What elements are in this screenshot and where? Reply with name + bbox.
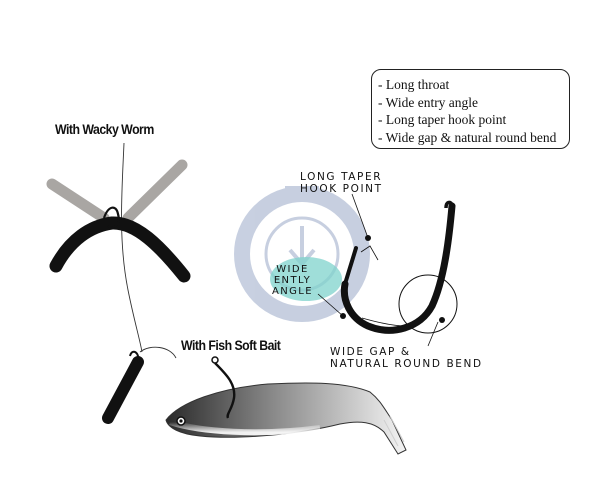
watermark-logo bbox=[234, 186, 370, 322]
feature-item: - Wide gap & natural round bend bbox=[378, 129, 557, 145]
taper-leader bbox=[351, 193, 369, 239]
entry-angle-label: Wide ently angle bbox=[272, 264, 313, 297]
round-bend-circle bbox=[398, 274, 458, 334]
gap-arrow bbox=[361, 317, 407, 327]
taper-arrow bbox=[360, 245, 379, 261]
worm-body bbox=[49, 216, 191, 283]
fish-pupil bbox=[179, 419, 183, 423]
gap-leader bbox=[427, 321, 439, 347]
entry-angle-line3: angle bbox=[272, 286, 313, 297]
long-taper-label: Long taper hook point bbox=[300, 171, 383, 195]
feature-item: - Long throat bbox=[378, 77, 450, 92]
entry-angle-highlight bbox=[270, 257, 342, 301]
watermark-ring bbox=[234, 186, 370, 322]
worm-tail-left bbox=[46, 178, 110, 224]
wide-gap-line2: natural round bend bbox=[330, 358, 483, 370]
wide-gap-label: Wide gap & natural round bend bbox=[330, 346, 483, 370]
wide-gap-line1: Wide gap & bbox=[330, 346, 411, 358]
fish-soft-bait bbox=[165, 356, 407, 455]
wacky-hook bbox=[102, 206, 120, 229]
fish-tail-fin bbox=[383, 415, 405, 447]
fish-body bbox=[165, 382, 407, 455]
feature-item: - Wide entry angle bbox=[378, 94, 479, 110]
wacky-worm-rig bbox=[46, 142, 191, 424]
entry-leader bbox=[317, 293, 344, 317]
fish-soft-bait-label: With Fish Soft Bait bbox=[181, 337, 281, 353]
hook-shank-bend bbox=[340, 202, 456, 334]
wacky-worm-label: With Wacky Worm bbox=[55, 121, 154, 137]
features-list: - Long throat - Wide entry angle - Long … bbox=[378, 76, 569, 146]
worm-tail-right bbox=[122, 159, 188, 224]
main-hook bbox=[317, 193, 458, 347]
fish-hook bbox=[214, 362, 236, 419]
feature-item: - Long taper hook point bbox=[378, 112, 507, 127]
sinker-eye bbox=[129, 350, 140, 363]
hook-eye bbox=[444, 200, 455, 209]
fishing-line bbox=[121, 142, 143, 353]
leader-line bbox=[139, 346, 177, 359]
fish-hook-eye bbox=[211, 356, 219, 364]
weight-sinker bbox=[102, 356, 144, 424]
entry-angle-line1: Wide bbox=[276, 264, 309, 275]
long-taper-line1: Long taper bbox=[300, 171, 383, 183]
bend-marker bbox=[439, 317, 445, 323]
hook-point bbox=[343, 246, 358, 286]
long-taper-line2: hook point bbox=[300, 183, 383, 195]
features-box: - Long throat - Wide entry angle - Long … bbox=[371, 69, 570, 149]
entry-angle-line2: ently bbox=[273, 275, 312, 286]
